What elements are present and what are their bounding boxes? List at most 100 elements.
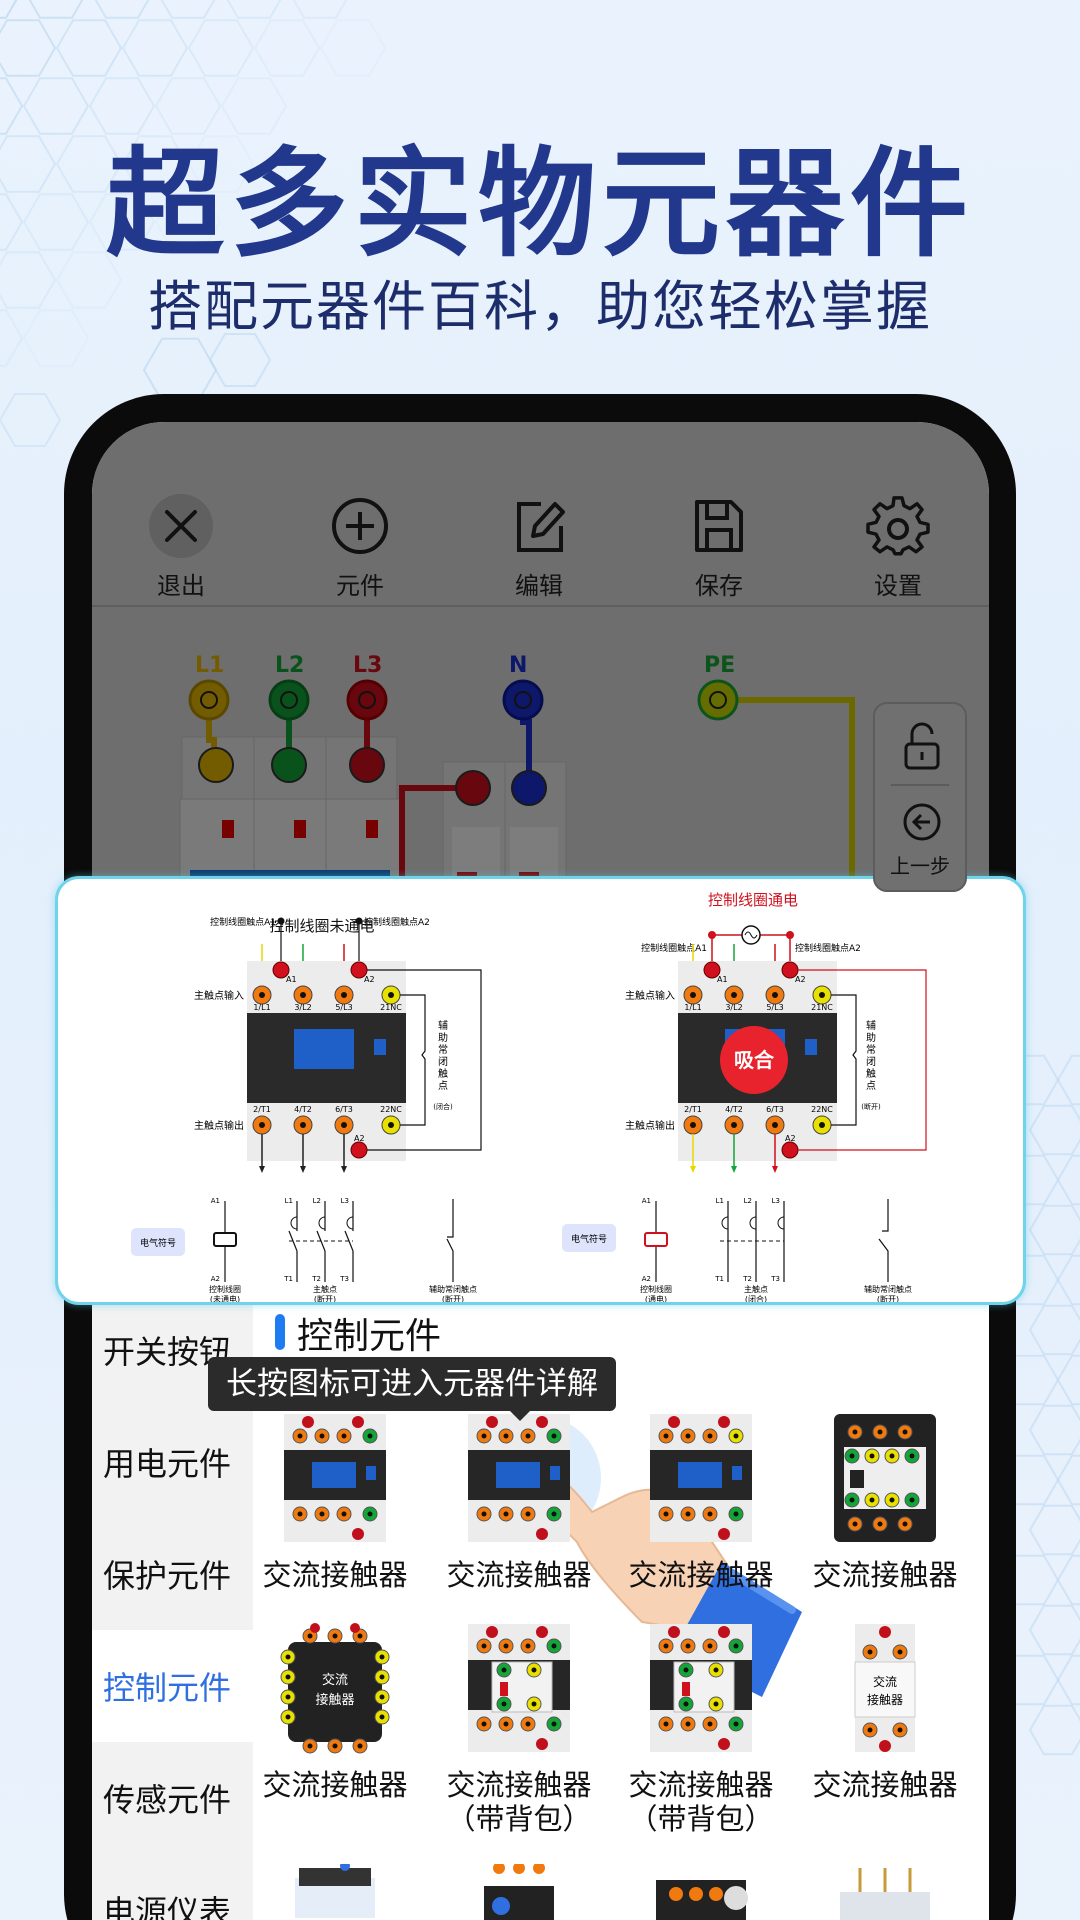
a2-bottom-text: A2: [785, 1134, 796, 1143]
edit-button[interactable]: 编辑: [479, 494, 599, 601]
component-item[interactable]: 交流接触器（带背包）: [429, 1622, 609, 1836]
top-terminal-label: 5/L3: [335, 1003, 352, 1012]
a1-caption: 控制线圈触点A1: [641, 942, 707, 954]
component-name: 交流接触器: [812, 1558, 958, 1592]
bottom-terminal-label: 6/T3: [766, 1105, 784, 1114]
contactor-image: [834, 1414, 936, 1542]
hexagon-shape: [121, 135, 189, 193]
a1-caption: 控制线圈触点A1: [210, 916, 276, 928]
hexagon-shape: [154, 77, 222, 135]
component-item-partial[interactable]: [835, 1864, 935, 1920]
hexagon-shape: [187, 135, 255, 193]
component-name: 交流接触器: [262, 1558, 408, 1592]
sidebar-item-label: 传感元件: [103, 1781, 232, 1819]
hexagon-shape: [1028, 1704, 1080, 1756]
aux-label-char: 闭: [438, 1055, 448, 1068]
undo-label[interactable]: 上一步: [890, 854, 950, 878]
component-name: 交流接触器: [812, 1768, 958, 1802]
component-item-partial[interactable]: [651, 1864, 751, 1920]
hexagon-shape: [1028, 1204, 1080, 1256]
plus-circle-icon: [332, 498, 388, 554]
breaker-terminal[interactable]: [455, 770, 491, 806]
hexagon-shape: [187, 19, 255, 77]
component-item[interactable]: 交流接触器: [429, 1412, 609, 1592]
hexagon-shape: [1028, 1604, 1080, 1656]
sym-top-label: L2: [313, 1197, 321, 1205]
terminal-pe[interactable]: [697, 679, 739, 721]
breaker-terminal[interactable]: [271, 747, 307, 783]
component-item[interactable]: 交流接触器: [611, 1412, 791, 1592]
aux-label-char: 常: [438, 1043, 448, 1056]
hexagon-shape: [55, 251, 123, 309]
hexagon-shape: [220, 77, 288, 135]
hint-tooltip: 长按图标可进入元器件详解: [208, 1357, 616, 1421]
a2-text: A2: [795, 975, 806, 984]
component-item-partial[interactable]: [285, 1864, 385, 1920]
bottom-terminal-label: 22NC: [811, 1105, 833, 1114]
breaker-terminal[interactable]: [198, 747, 234, 783]
aux-state: (闭合): [433, 1102, 453, 1111]
terminal-n[interactable]: [502, 679, 544, 721]
sidebar-item-2[interactable]: 保护元件: [92, 1518, 253, 1630]
hexagon-shape: [1028, 1104, 1080, 1156]
settings-button[interactable]: 设置: [838, 494, 958, 601]
coil-symbol: [213, 1232, 237, 1247]
sym-bottom-label: T2: [311, 1275, 321, 1283]
main-caption: 主触点: [744, 1284, 768, 1294]
hexagon-shape: [1028, 1504, 1080, 1556]
hexagon-shape: [1056, 1354, 1080, 1406]
hexagon-shape: [0, 0, 18, 19]
aux-label-char: 点: [866, 1080, 876, 1092]
component-item[interactable]: 交流接触器: [245, 1412, 425, 1592]
contactor-image: [284, 1414, 386, 1542]
bottom-terminal-label: 6/T3: [335, 1105, 353, 1114]
sym-a1: A1: [211, 1197, 220, 1205]
component-item[interactable]: 交流接触器交流接触器: [795, 1622, 975, 1802]
hexagon-shape: [292, 0, 348, 19]
component-item[interactable]: 交流接触器: [795, 1412, 975, 1592]
hexagon-shape: [226, 0, 282, 19]
hexagon-shape: [1056, 1254, 1080, 1306]
terminal-l3[interactable]: [346, 679, 388, 721]
sidebar-item-4[interactable]: 传感元件: [92, 1742, 253, 1854]
symbol-badge: 电气符号: [140, 1237, 176, 1249]
contactor-image: [468, 1414, 570, 1542]
aux-label-char: 辅: [438, 1019, 448, 1032]
symbol-badge: 电气符号: [571, 1233, 607, 1245]
exit-button[interactable]: 退出: [121, 494, 241, 601]
sym-a2: A2: [211, 1275, 220, 1283]
terminal-l2[interactable]: [268, 679, 310, 721]
component-name: 交流接触器: [262, 1768, 408, 1802]
breaker-terminal[interactable]: [511, 770, 547, 806]
component-item-partial[interactable]: [469, 1864, 569, 1920]
component-item[interactable]: 交流接触器（带背包）: [611, 1622, 791, 1836]
component-name: 交流接触器: [446, 1558, 592, 1592]
aux-caption-state: (断开): [442, 1294, 464, 1304]
save-button[interactable]: 保存: [659, 494, 779, 601]
hexagon-shape: [88, 193, 156, 251]
breaker-terminal[interactable]: [349, 747, 385, 783]
sym-top-label: L3: [341, 1197, 349, 1205]
undo-icon[interactable]: [902, 802, 942, 842]
unlock-icon[interactable]: [902, 722, 942, 772]
hexagon-shape: [319, 19, 387, 77]
input-label: 主触点输入: [194, 989, 244, 1002]
component-item[interactable]: 交流接触器交流接触器: [245, 1622, 425, 1802]
a2-caption: 控制线圈触点A2: [364, 916, 430, 928]
component-button[interactable]: 元件: [300, 494, 420, 601]
sidebar-item-3[interactable]: 控制元件: [92, 1630, 253, 1742]
top-terminal-label: 21NC: [811, 1003, 833, 1012]
a1-terminal: [272, 961, 290, 979]
hexagon-shape: [160, 0, 216, 19]
bottom-terminal-label: 22NC: [380, 1105, 402, 1114]
sidebar-item-5[interactable]: 电源仪表: [92, 1854, 253, 1920]
toolbar-divider: [92, 605, 989, 607]
hexagon-shape: [121, 19, 189, 77]
a1-text: A1: [286, 975, 297, 984]
sidebar-item-1[interactable]: 用电元件: [92, 1406, 253, 1518]
hexagon-shape: [22, 193, 90, 251]
top-terminal-label: 3/L2: [294, 1003, 311, 1012]
terminal-l1[interactable]: [188, 679, 230, 721]
sym-bottom-label: T3: [339, 1275, 349, 1283]
